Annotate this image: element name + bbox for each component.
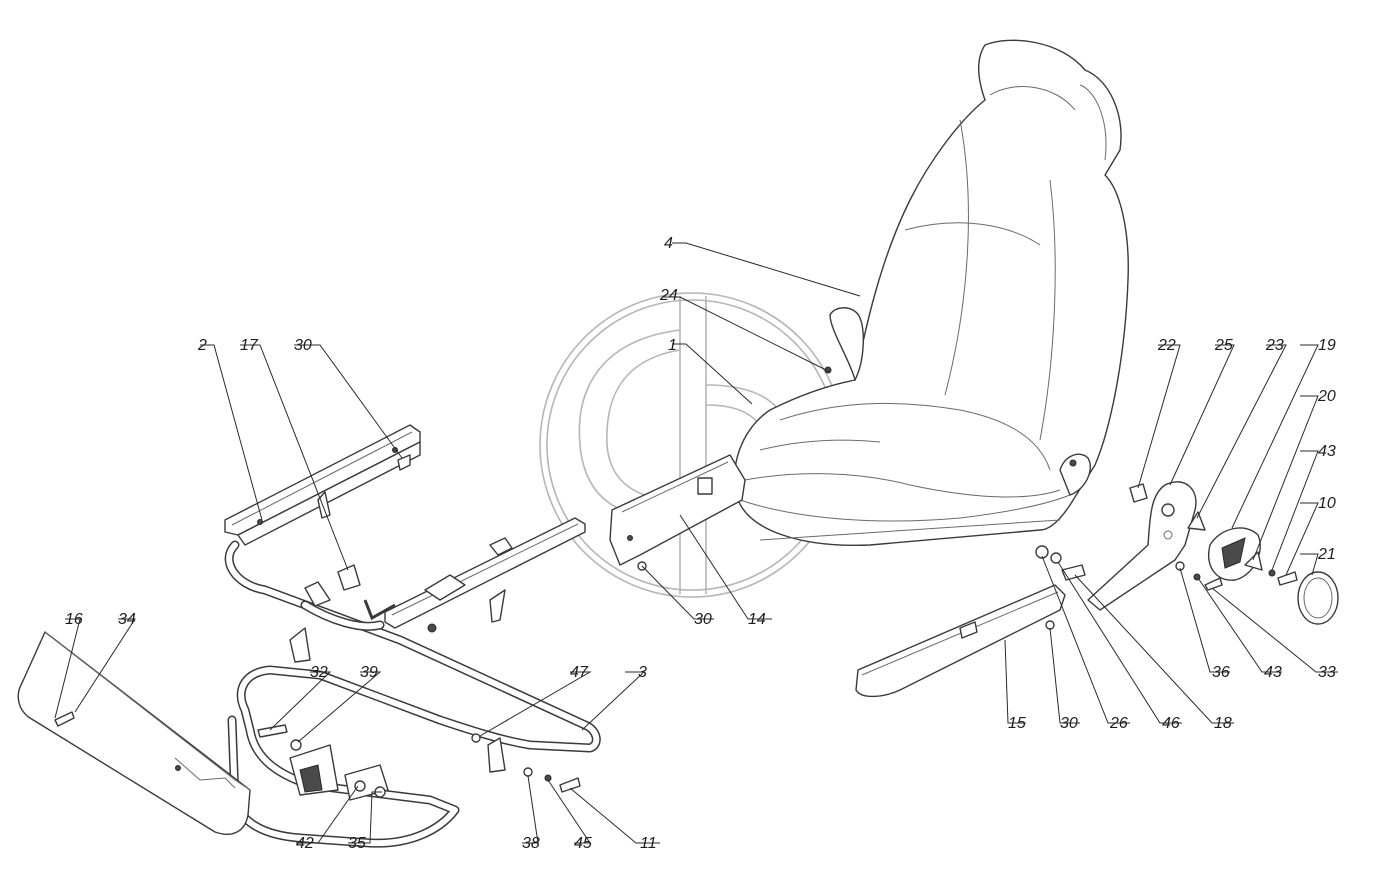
callout-19: 19 [1318,337,1336,354]
hardware-parts [54,454,1298,798]
callout-2: 2 [197,337,207,354]
callout-34: 34 [118,611,136,628]
part-adjust-knob [1297,571,1339,625]
leader-lines [54,242,1338,844]
callout-30: 30 [294,337,312,354]
callout-38: 38 [522,835,540,852]
callout-43-b: 43 [1264,664,1282,681]
callout-26: 26 [1109,715,1128,732]
callout-30-b: 30 [694,611,712,628]
callout-15: 15 [1008,715,1026,732]
part-recliner-bracket [1087,481,1197,611]
part-side-trim [609,454,746,566]
part-small-plate [1187,511,1206,531]
callout-43: 43 [1318,443,1336,460]
callout-10: 10 [1318,495,1336,512]
callout-11: 11 [640,835,657,852]
part-side-trim-right [855,584,1066,698]
callout-20: 20 [1317,388,1336,405]
part-seat-assembly [733,39,1129,547]
callout-33: 33 [1318,664,1336,681]
part-release-handle [337,564,396,621]
callout-30-c: 30 [1060,715,1078,732]
part-front-cover [17,631,251,835]
callout-35: 35 [348,835,366,852]
callout-47: 47 [570,664,589,681]
callout-14: 14 [748,611,766,628]
callout-23: 23 [1265,337,1284,354]
callout-32: 32 [310,664,328,681]
callout-21: 21 [1317,546,1336,563]
part-base-frame [224,540,601,848]
part-recliner-mechanism [1208,527,1261,581]
callout-22: 22 [1157,337,1176,354]
part-small-plate-2 [1244,551,1263,571]
callout-24: 24 [659,287,678,304]
callout-45: 45 [574,835,592,852]
callout-16: 16 [65,611,83,628]
callout-46: 46 [1162,715,1180,732]
callout-labels: 4 24 1 2 17 30 22 25 23 19 20 43 10 21 1… [65,235,1336,852]
part-slide-rail-upper [224,424,421,546]
callout-42: 42 [296,835,314,852]
callout-4: 4 [664,235,673,252]
callout-36: 36 [1212,664,1230,681]
callout-25: 25 [1214,337,1233,354]
callout-18: 18 [1214,715,1232,732]
callout-1: 1 [668,337,677,354]
callout-39: 39 [360,664,378,681]
part-slide-rail-lower [384,517,586,633]
callout-17: 17 [240,337,259,354]
callout-3: 3 [638,664,647,681]
